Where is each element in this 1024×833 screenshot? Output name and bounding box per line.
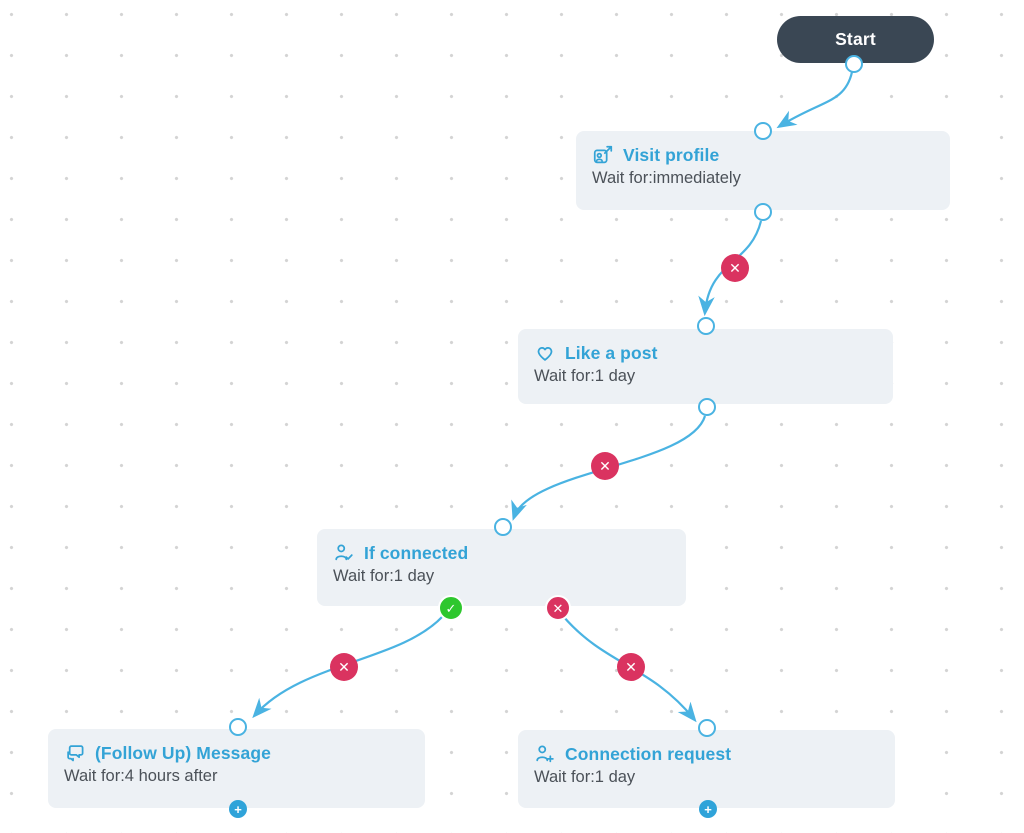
delete-connector-button[interactable]: ✕ (330, 653, 358, 681)
plus-icon: + (234, 801, 242, 817)
delete-x-icon: ✕ (599, 458, 611, 474)
node-like-a-post-header: Like a post (534, 342, 877, 364)
x-icon: ✕ (552, 600, 564, 616)
node-wait-text: Wait for:immediately (592, 169, 741, 187)
if-connected-input-port[interactable] (494, 518, 512, 536)
start-node-label: Start (835, 29, 876, 49)
person-plus-icon (536, 745, 554, 763)
node-if-connected[interactable]: If connected Wait for:1 day (317, 529, 686, 606)
chat-bubbles-icon (67, 745, 84, 762)
node-visit-profile-header: Visit profile (592, 144, 934, 166)
node-if-connected-header: If connected (333, 542, 670, 564)
node-wait-text: Wait for:4 hours after (64, 767, 218, 785)
node-title: (Follow Up) Message (95, 742, 271, 763)
visit-profile-output-port[interactable] (754, 203, 772, 221)
connection-request-add-step-button[interactable]: + (699, 800, 717, 818)
node-visit-profile[interactable]: Visit profile Wait for:immediately (576, 131, 950, 210)
node-wait-text: Wait for:1 day (534, 367, 636, 385)
if-connected-no-port[interactable]: ✕ (545, 595, 571, 621)
node-title: Visit profile (623, 144, 720, 165)
delete-x-icon: ✕ (338, 659, 350, 675)
node-connection-request-header: Connection request (534, 743, 879, 765)
followup-message-add-step-button[interactable]: + (229, 800, 247, 818)
node-title: Connection request (565, 743, 732, 764)
node-wait-text: Wait for:1 day (534, 768, 636, 786)
delete-x-icon: ✕ (729, 260, 741, 276)
node-wait-text: Wait for:1 day (333, 567, 435, 585)
node-followup-message-header: (Follow Up) Message (64, 742, 409, 764)
start-output-port[interactable] (845, 55, 863, 73)
connector-start-to-visit-profile (776, 71, 854, 129)
like-a-post-output-port[interactable] (698, 398, 716, 416)
node-followup-message[interactable]: (Follow Up) Message Wait for:4 hours aft… (48, 729, 425, 808)
connection-request-input-port[interactable] (698, 719, 716, 737)
person-check-icon (335, 544, 353, 561)
node-connection-request[interactable]: Connection request Wait for:1 day (518, 730, 895, 808)
node-title: Like a post (565, 342, 658, 363)
node-title: If connected (364, 542, 469, 563)
check-icon: ✓ (445, 600, 457, 616)
like-a-post-input-port[interactable] (697, 317, 715, 335)
profile-visit-icon (593, 145, 613, 164)
if-connected-yes-port[interactable]: ✓ (438, 595, 464, 621)
followup-message-input-port[interactable] (229, 718, 247, 736)
visit-profile-input-port[interactable] (754, 122, 772, 140)
delete-connector-button[interactable]: ✕ (617, 653, 645, 681)
node-like-a-post[interactable]: Like a post Wait for:1 day (518, 329, 893, 404)
delete-connector-button[interactable]: ✕ (591, 452, 619, 480)
delete-connector-button[interactable]: ✕ (721, 254, 749, 282)
heart-icon (537, 347, 553, 361)
plus-icon: + (704, 801, 712, 817)
delete-x-icon: ✕ (625, 659, 637, 675)
